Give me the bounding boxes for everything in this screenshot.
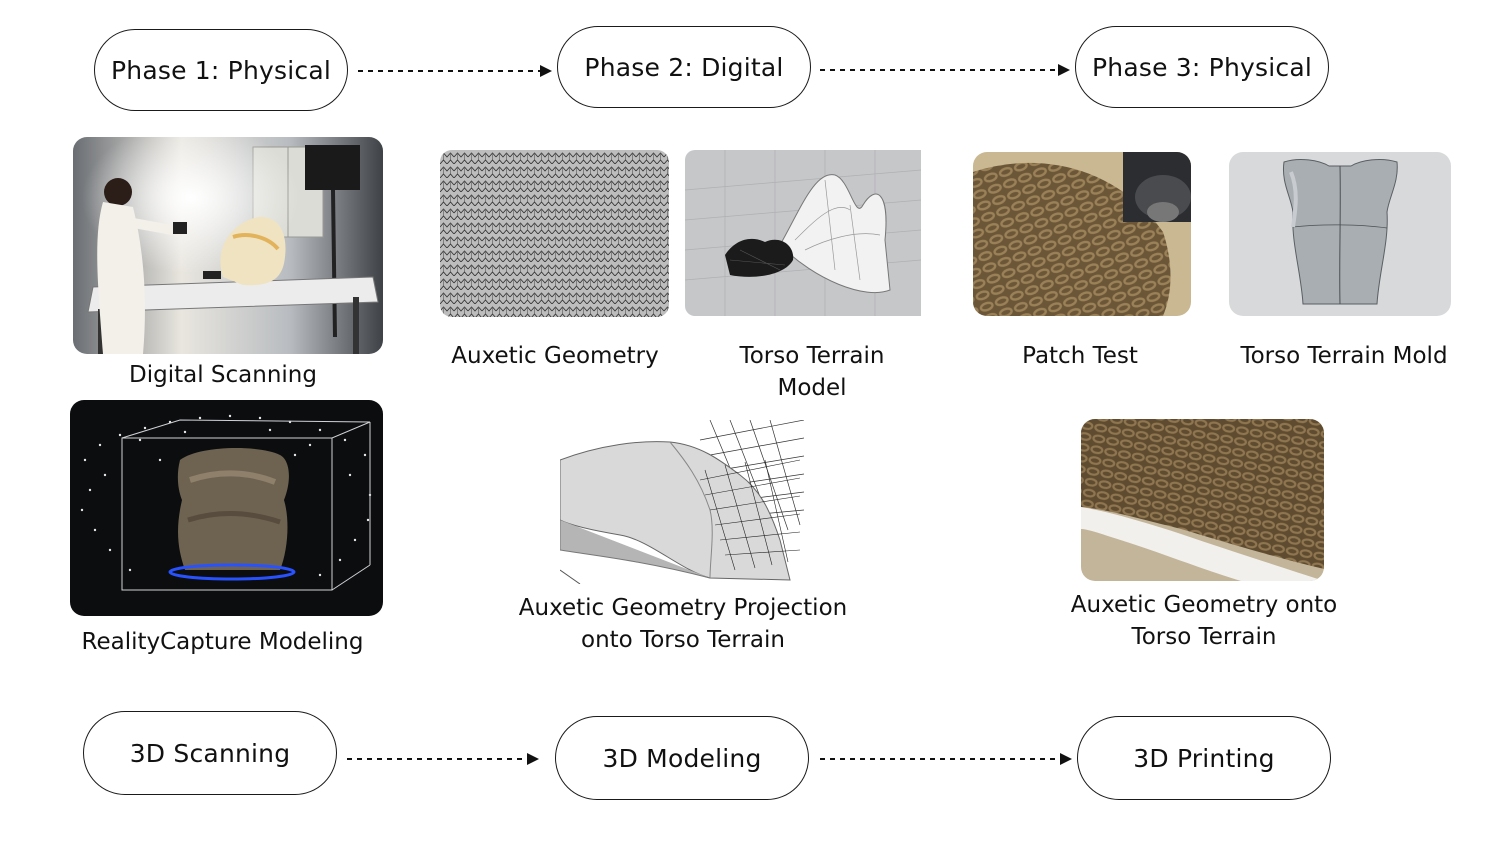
auxetic-geometry-image	[440, 150, 669, 317]
caption-realitycapture: RealityCapture Modeling	[81, 629, 364, 655]
caption-torso-terrain-model: Torso Terrain Model	[739, 343, 885, 401]
arrow-phase1-to-phase2	[358, 65, 552, 77]
caption-auxetic-projection: Auxetic Geometry Projection onto Torso T…	[518, 595, 848, 653]
torso-terrain-mold-photo	[1229, 152, 1451, 316]
step-3d-modeling: 3D Modeling	[555, 716, 809, 800]
torso-terrain-model-image	[685, 150, 921, 316]
step-3d-printing: 3D Printing	[1077, 716, 1331, 800]
step-printing-label: 3D Printing	[1133, 743, 1275, 773]
caption-patch-test: Patch Test	[1022, 343, 1138, 369]
point-cloud	[80, 414, 372, 577]
caption-auxetic-onto-terrain: Auxetic Geometry onto Torso Terrain	[1070, 592, 1338, 650]
arrow-scanning-to-modeling	[347, 753, 539, 765]
step-modeling-label: 3D Modeling	[602, 743, 762, 773]
caption-auxetic-geometry: Auxetic Geometry	[451, 343, 659, 369]
phase-3-physical: Phase 3: Physical	[1075, 26, 1329, 108]
phase-2-digital: Phase 2: Digital	[557, 26, 811, 108]
digital-scanning-photo	[73, 137, 383, 354]
realitycapture-photo	[70, 400, 383, 616]
phase-3-label: Phase 3: Physical	[1092, 52, 1312, 82]
auxetic-projection-image	[560, 420, 804, 584]
caption-torso-terrain-mold: Torso Terrain Mold	[1240, 343, 1448, 369]
auxetic-onto-terrain-photo	[1081, 419, 1324, 581]
phase-2-label: Phase 2: Digital	[584, 52, 784, 82]
arrow-modeling-to-printing	[820, 753, 1072, 765]
step-3d-scanning: 3D Scanning	[83, 711, 337, 795]
arrow-phase2-to-phase3	[820, 64, 1070, 76]
step-scanning-label: 3D Scanning	[129, 738, 291, 768]
phase-1-label: Phase 1: Physical	[111, 55, 331, 85]
phase-1-physical: Phase 1: Physical	[94, 29, 348, 111]
caption-digital-scanning: Digital Scanning	[129, 362, 317, 388]
patch-test-photo	[973, 152, 1191, 316]
